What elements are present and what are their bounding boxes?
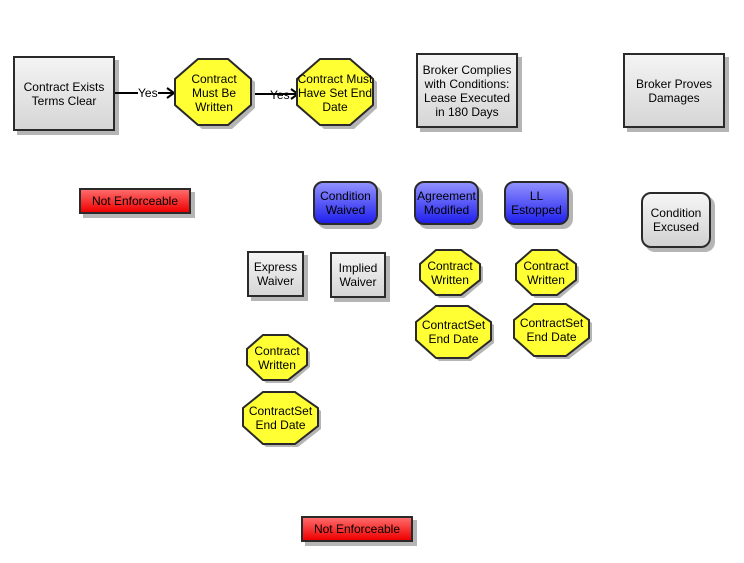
octagon-shape xyxy=(415,305,494,361)
node-express-waiver[interactable]: Express Waiver xyxy=(247,251,304,297)
octagon-shape xyxy=(419,249,483,298)
node-not-enforceable[interactable]: Not Enforceable xyxy=(79,188,191,214)
node-contract-must-be-written[interactable]: Contract Must Be Written xyxy=(174,58,255,129)
node-contract-set-end-date-a[interactable]: ContractSet End Date xyxy=(242,391,321,447)
node-label: Contract Written xyxy=(427,259,473,287)
node-broker-proves-damages[interactable]: Broker Proves Damages xyxy=(623,53,725,128)
node-label: ContractSet End Date xyxy=(421,318,486,346)
node-label: Broker Proves Damages xyxy=(635,76,713,105)
node-contract-set-end-date-b[interactable]: ContractSet End Date xyxy=(415,305,494,361)
node-contract-must-have-set-end-date[interactable]: Contract Must Have Set End Date xyxy=(296,58,377,129)
node-contract-written-c[interactable]: Contract Written xyxy=(515,249,579,298)
node-label: LL Estopped xyxy=(511,189,562,217)
node-condition-waived[interactable]: Condition Waived xyxy=(313,181,378,225)
edge-label-yes-1: Yes xyxy=(138,86,158,100)
node-label: Contract Exists Terms Clear xyxy=(23,79,105,108)
octagon-shape xyxy=(174,58,255,129)
node-label: Contract Must Be Written xyxy=(191,72,237,114)
octagon-shape xyxy=(246,334,310,383)
edge-label-yes-2: Yes xyxy=(270,88,290,102)
node-label: Contract Must Have Set End Date xyxy=(297,72,373,114)
node-label: Not Enforceable xyxy=(91,194,179,208)
node-label: Condition Waived xyxy=(320,189,371,217)
node-label: ContractSet End Date xyxy=(248,404,313,432)
octagon-shape xyxy=(242,391,321,447)
node-contract-written-a[interactable]: Contract Written xyxy=(246,334,310,383)
node-label: Broker Complies with Conditions: Lease E… xyxy=(422,62,512,119)
node-label: Contract Written xyxy=(254,344,300,372)
node-contract-exists[interactable]: Contract Exists Terms Clear xyxy=(13,56,115,131)
node-label: Agreement Modified xyxy=(417,189,476,217)
node-label: ContractSet End Date xyxy=(519,316,584,344)
node-broker-complies[interactable]: Broker Complies with Conditions: Lease E… xyxy=(416,53,518,128)
node-label: Implied Waiver xyxy=(338,261,378,289)
node-label: Not Enforceable xyxy=(313,522,401,536)
node-not-enforceable-2[interactable]: Not Enforceable xyxy=(301,516,413,542)
node-condition-excused[interactable]: Condition Excused xyxy=(641,192,711,248)
node-contract-set-end-date-c[interactable]: ContractSet End Date xyxy=(513,303,592,359)
node-contract-written-b[interactable]: Contract Written xyxy=(419,249,483,298)
octagon-shape xyxy=(513,303,592,359)
node-implied-waiver[interactable]: Implied Waiver xyxy=(330,252,386,298)
node-label: Contract Written xyxy=(523,259,569,287)
node-label: Condition Excused xyxy=(650,206,702,234)
octagon-shape xyxy=(515,249,579,298)
node-ll-estopped[interactable]: LL Estopped xyxy=(504,181,569,225)
node-label: Express Waiver xyxy=(253,260,298,288)
node-agreement-modified[interactable]: Agreement Modified xyxy=(414,181,479,225)
octagon-shape xyxy=(296,58,377,129)
